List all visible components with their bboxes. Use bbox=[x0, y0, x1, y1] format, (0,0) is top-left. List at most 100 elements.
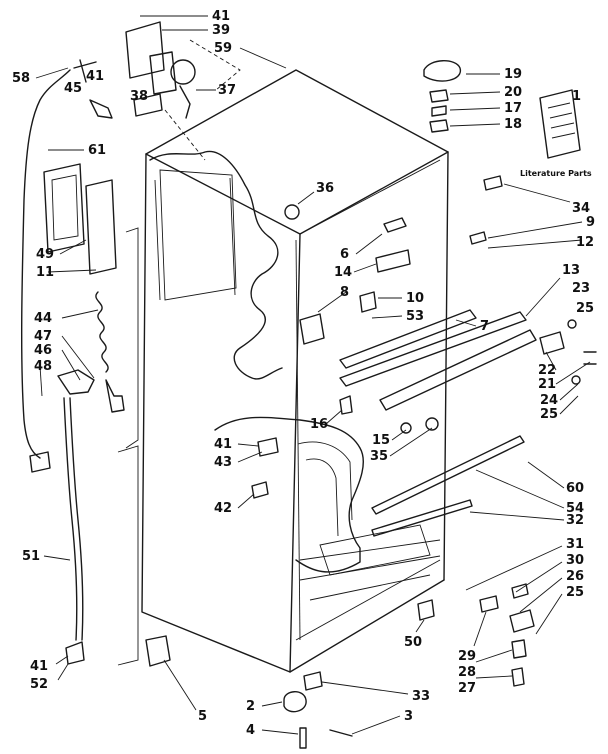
callout-25: 25 bbox=[540, 407, 558, 422]
callout-41: 41 bbox=[212, 9, 230, 24]
leader-7 bbox=[455, 319, 477, 327]
callout-23: 23 bbox=[572, 281, 590, 296]
callout-54: 54 bbox=[566, 501, 584, 516]
leader-51 bbox=[43, 555, 71, 561]
liner-top-edge bbox=[299, 159, 441, 235]
leader-2 bbox=[261, 701, 283, 707]
washer-23 bbox=[567, 319, 577, 329]
leader-24 bbox=[559, 383, 579, 401]
screw-16 bbox=[339, 395, 353, 415]
callout-47: 47 bbox=[34, 329, 52, 344]
leader-21 bbox=[555, 361, 591, 385]
control-bracket-39 bbox=[125, 21, 165, 79]
water-tube-51 bbox=[63, 397, 78, 641]
leader-29 bbox=[473, 611, 487, 647]
callout-51: 51 bbox=[22, 549, 40, 564]
cutaway-edge-lower bbox=[214, 416, 364, 573]
leader-8 bbox=[317, 291, 347, 313]
leader-52 bbox=[57, 663, 69, 681]
leader-48 bbox=[39, 365, 43, 397]
clip-52 bbox=[65, 641, 85, 665]
callout-2: 2 bbox=[246, 699, 255, 714]
divider-rail-7 bbox=[339, 309, 477, 369]
freezer-window bbox=[159, 169, 237, 301]
rails bbox=[339, 309, 537, 537]
callout-49: 49 bbox=[36, 247, 54, 262]
divider-rail-lower bbox=[379, 329, 537, 411]
divider-rail-upper bbox=[339, 311, 527, 387]
callout-3: 3 bbox=[404, 709, 413, 724]
cabinet-left-side bbox=[141, 153, 301, 673]
roller-2 bbox=[283, 691, 307, 713]
leader-4 bbox=[261, 729, 299, 735]
callout-48: 48 bbox=[34, 359, 52, 374]
leader-lines bbox=[35, 15, 591, 735]
callout-59: 59 bbox=[214, 41, 232, 56]
plug-15 bbox=[400, 422, 412, 434]
leader-33 bbox=[321, 681, 409, 695]
control-knob bbox=[170, 59, 196, 85]
callout-4: 4 bbox=[246, 723, 255, 738]
callout-6: 6 bbox=[340, 247, 349, 262]
leader-43 bbox=[237, 451, 263, 463]
leader-32 bbox=[469, 511, 565, 521]
cap-30 bbox=[511, 583, 529, 599]
callout-44: 44 bbox=[34, 311, 52, 326]
callout-16: 16 bbox=[310, 417, 328, 432]
top-right-parts bbox=[284, 60, 597, 385]
clip-42 bbox=[251, 481, 269, 499]
leader-14 bbox=[353, 263, 377, 273]
leader-22 bbox=[545, 351, 557, 371]
roller-27 bbox=[511, 639, 527, 659]
clip-10 bbox=[359, 291, 377, 313]
heater-plug bbox=[105, 379, 125, 413]
leader-5 bbox=[163, 659, 197, 711]
liner-front-edge bbox=[295, 239, 301, 641]
screw-4 bbox=[299, 727, 307, 749]
callout-7: 7 bbox=[480, 319, 489, 334]
plug-36 bbox=[284, 204, 300, 220]
cabinet-top bbox=[145, 69, 449, 235]
leader-54 bbox=[475, 469, 565, 509]
control-assembly bbox=[20, 21, 241, 459]
callout-45: 45 bbox=[64, 81, 82, 96]
leader-60 bbox=[527, 461, 565, 489]
freezer-window-depth bbox=[154, 177, 236, 301]
cover-window bbox=[51, 174, 79, 241]
spring-17 bbox=[431, 105, 447, 117]
leader-30 bbox=[515, 561, 563, 593]
lower-duct-b bbox=[305, 458, 339, 537]
leader-41c bbox=[237, 443, 259, 447]
callout-1: 1 bbox=[572, 89, 581, 104]
leader-46 bbox=[61, 349, 81, 381]
roller-5 bbox=[145, 635, 171, 667]
washer-24 bbox=[571, 375, 581, 385]
plug-35 bbox=[425, 417, 439, 431]
lower-parts bbox=[145, 395, 535, 749]
callout-41: 41 bbox=[214, 437, 232, 452]
evaporator-cover-49 bbox=[43, 163, 85, 253]
rail-32 bbox=[371, 499, 473, 537]
water-tube-51b bbox=[69, 397, 84, 641]
leader-16 bbox=[325, 409, 343, 425]
callout-20: 20 bbox=[504, 85, 522, 100]
coil-44 bbox=[95, 291, 109, 373]
bracket-22 bbox=[539, 331, 565, 355]
callout-28: 28 bbox=[458, 665, 476, 680]
cabinet-body bbox=[117, 69, 449, 673]
callout-50: 50 bbox=[404, 635, 422, 650]
leader-41d bbox=[55, 655, 69, 665]
callout-58: 58 bbox=[12, 71, 30, 86]
leader-12 bbox=[487, 239, 583, 249]
leader-59 bbox=[239, 47, 287, 69]
cabinet-bottom-inner bbox=[295, 559, 441, 641]
callout-25: 25 bbox=[576, 301, 594, 316]
rail-54 bbox=[371, 435, 525, 515]
callouts: 41 39 59 58 41 45 38 37 19 20 17 18 1 Li… bbox=[12, 9, 595, 738]
screw-12 bbox=[469, 231, 487, 245]
harness-plug bbox=[89, 99, 113, 119]
callout-30: 30 bbox=[566, 553, 584, 568]
clip-43 bbox=[257, 437, 279, 457]
callout-10: 10 bbox=[406, 291, 424, 306]
